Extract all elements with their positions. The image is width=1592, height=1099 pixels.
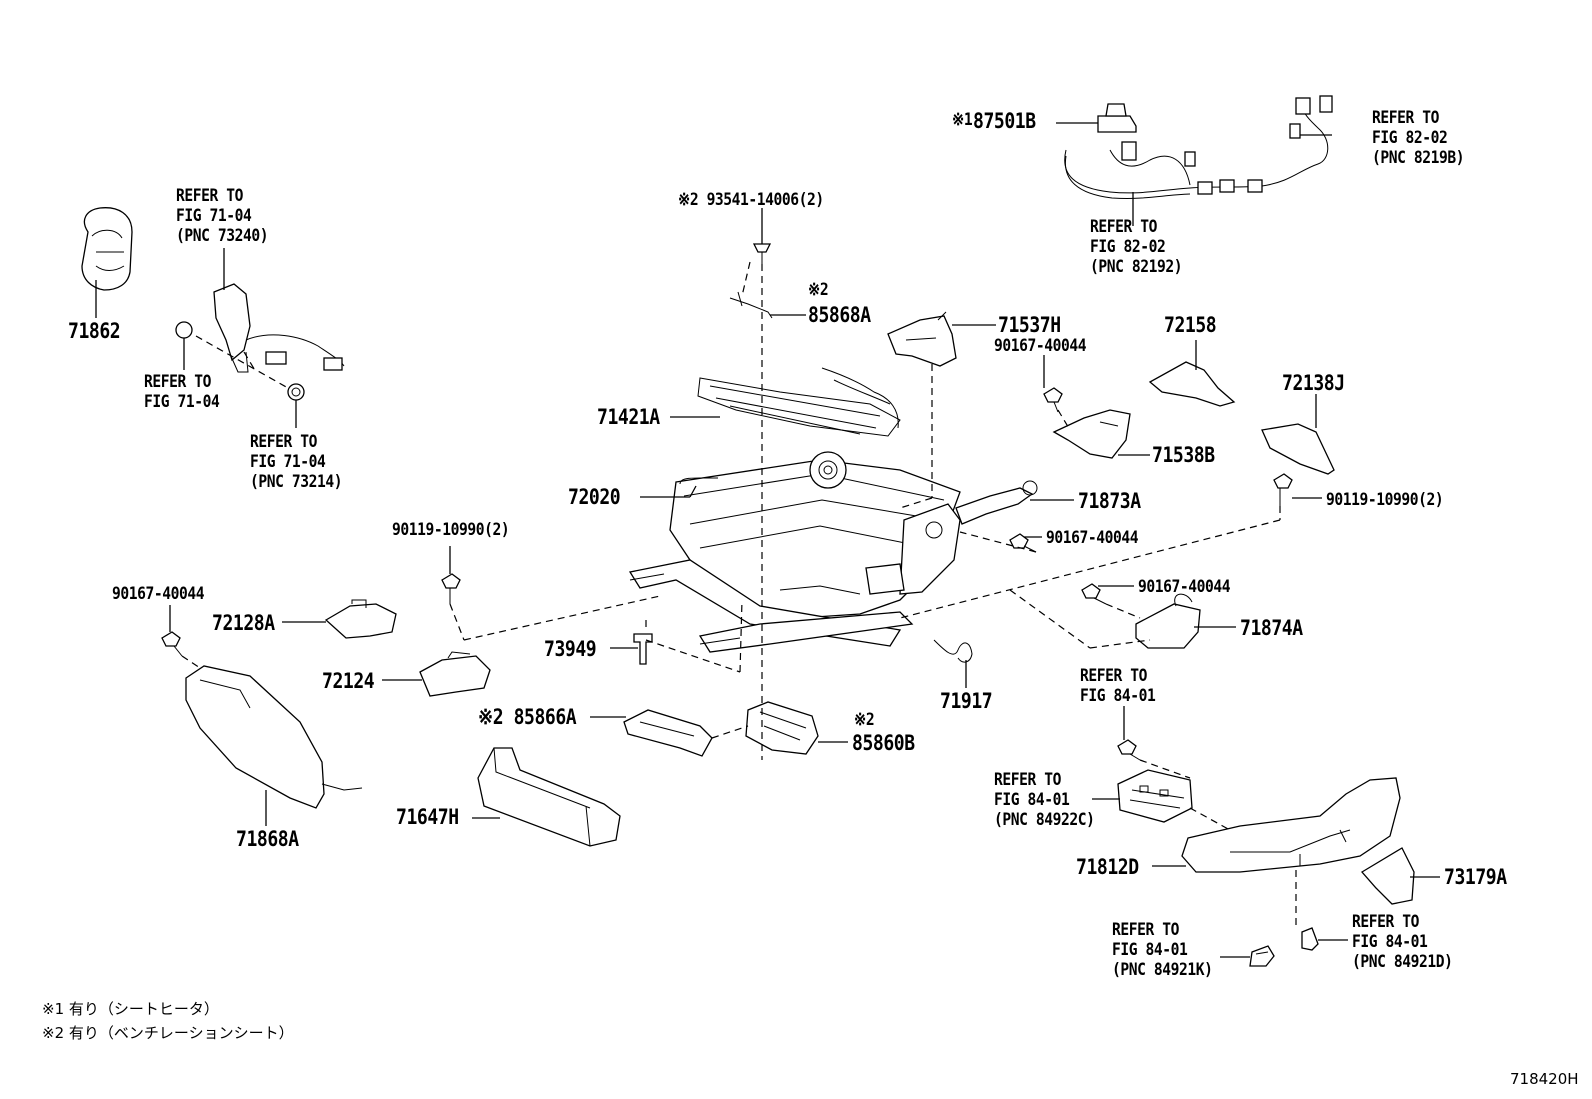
part-71812d-label[interactable]: 71812D xyxy=(1076,855,1139,879)
part-73179a-shape xyxy=(1360,847,1415,905)
part-72158-label[interactable]: 72158 xyxy=(1164,313,1217,337)
ref-line-1: REFER TO xyxy=(1112,920,1179,940)
ref-fig-71-04[interactable]: REFER TO FIG 71-04 xyxy=(144,372,232,412)
part-72138j-label[interactable]: 72138J xyxy=(1282,371,1345,395)
part-85868a-label[interactable]: 85868A xyxy=(808,303,871,327)
ref-fig-71-04-73240[interactable]: REFER TO FIG 71-04 (PNC 73240) xyxy=(176,186,283,246)
part-72128a-label[interactable]: 72128A xyxy=(212,611,275,635)
part-71917-label[interactable]: 71917 xyxy=(940,689,993,713)
ref-line-3: (PNC 84921D) xyxy=(1352,952,1453,972)
part-71537h-shape xyxy=(887,315,957,367)
part-87501b-label[interactable]: 87501B xyxy=(973,109,1036,133)
part-71862-label[interactable]: 71862 xyxy=(68,319,121,343)
bolts xyxy=(161,387,1293,761)
part-85868a-mark: ※2 xyxy=(808,280,829,300)
ref-line-2: FIG 71-04 xyxy=(144,392,220,412)
part-90167-label-a[interactable]: 90167-40044 xyxy=(994,336,1087,356)
ref-line-2: FIG 84-01 xyxy=(1080,686,1156,706)
ref-line-1: REFER TO xyxy=(144,372,211,392)
part-87501b-mark: ※1 xyxy=(952,110,973,130)
footnote-1: ※1 有り（シートヒータ） xyxy=(42,1000,219,1018)
assembly-dashed-lines xyxy=(181,261,1297,930)
part-71537h-label[interactable]: 71537H xyxy=(998,313,1061,337)
part-71647h-shape xyxy=(477,747,621,847)
ref-line-1: REFER TO xyxy=(1090,217,1157,237)
figure-code: 718420H xyxy=(1510,1070,1579,1088)
ref-line-2: FIG 82-02 xyxy=(1090,237,1166,257)
seat-switch-84922c xyxy=(1117,769,1193,823)
part-85860b-mark: ※2 xyxy=(854,710,875,730)
ref-line-2: FIG 84-01 xyxy=(994,790,1070,810)
part-71538b-label[interactable]: 71538B xyxy=(1152,443,1215,467)
ref-line-2: FIG 71-04 xyxy=(250,452,326,472)
ref-fig-84-01-84921d[interactable]: REFER TO FIG 84-01 (PNC 84921D) xyxy=(1352,912,1469,972)
part-72138j-shape xyxy=(1261,423,1335,475)
part-72020-label[interactable]: 72020 xyxy=(568,485,621,509)
part-90167-label-d[interactable]: 90167-40044 xyxy=(1138,577,1231,597)
ref-line-3: (PNC 84922C) xyxy=(994,810,1095,830)
ref-line-1: REFER TO xyxy=(1352,912,1419,932)
part-85866a-label[interactable]: ※2 85866A xyxy=(478,705,577,729)
ref-line-3: (PNC 8219B) xyxy=(1372,148,1465,168)
part-71862-shape xyxy=(81,207,133,291)
ref-line-3: (PNC 84921K) xyxy=(1112,960,1213,980)
seat-heater-harness xyxy=(1064,95,1333,199)
part-72158-shape xyxy=(1148,361,1236,407)
part-71647h-label[interactable]: 71647H xyxy=(396,805,459,829)
part-71874a-label[interactable]: 71874A xyxy=(1240,616,1303,640)
ref-line-1: REFER TO xyxy=(176,186,243,206)
part-71874a-shape xyxy=(1135,603,1201,649)
part-85860b-label[interactable]: 85860B xyxy=(852,731,915,755)
part-73949-shape xyxy=(633,633,653,665)
ref-line-1: REFER TO xyxy=(994,770,1061,790)
part-71873a-shape xyxy=(955,487,1034,525)
leader-lines xyxy=(95,122,1440,958)
ref-line-3: (PNC 82192) xyxy=(1090,257,1183,277)
part-71868a-label[interactable]: 71868A xyxy=(236,827,299,851)
seat-spring-mat xyxy=(697,367,901,437)
part-93541-label[interactable]: ※2 93541-14006(2) xyxy=(678,190,824,210)
part-71917-shape xyxy=(933,639,973,663)
knob-84921k xyxy=(1249,945,1275,967)
part-71421a-label[interactable]: 71421A xyxy=(597,405,660,429)
ref-fig-82-02-8219b[interactable]: REFER TO FIG 82-02 (PNC 8219B) xyxy=(1372,108,1479,168)
ref-fig-84-01[interactable]: REFER TO FIG 84-01 xyxy=(1080,666,1168,706)
ref-fig-84-01-84921k[interactable]: REFER TO FIG 84-01 (PNC 84921K) xyxy=(1112,920,1229,980)
part-73949-label[interactable]: 73949 xyxy=(544,637,597,661)
ref-line-3: (PNC 73214) xyxy=(250,472,343,492)
part-71873a-label[interactable]: 71873A xyxy=(1078,489,1141,513)
seat-belt-buckle xyxy=(175,283,345,401)
ref-line-1: REFER TO xyxy=(1372,108,1439,128)
part-85866a-shape xyxy=(623,709,713,757)
part-72124-shape xyxy=(419,655,491,697)
part-71812d-shape xyxy=(1181,777,1401,873)
part-71538b-shape xyxy=(1052,409,1131,459)
seat-frame-assembly xyxy=(628,451,961,653)
ref-fig-82-02-82192[interactable]: REFER TO FIG 82-02 (PNC 82192) xyxy=(1090,217,1197,277)
ref-line-2: FIG 71-04 xyxy=(176,206,252,226)
part-85860b-shape xyxy=(745,701,819,755)
ref-line-2: FIG 84-01 xyxy=(1352,932,1428,952)
ref-fig-71-04-73214[interactable]: REFER TO FIG 71-04 (PNC 73214) xyxy=(250,432,357,492)
part-71868a-shape xyxy=(185,665,325,809)
ref-line-2: FIG 82-02 xyxy=(1372,128,1448,148)
ref-line-1: REFER TO xyxy=(1080,666,1147,686)
part-72124-label[interactable]: 72124 xyxy=(322,669,375,693)
ref-line-2: FIG 84-01 xyxy=(1112,940,1188,960)
ref-fig-84-01-84922c[interactable]: REFER TO FIG 84-01 (PNC 84922C) xyxy=(994,770,1111,830)
footnote-2: ※2 有り（ベンチレーションシート） xyxy=(42,1024,294,1042)
ref-line-1: REFER TO xyxy=(250,432,317,452)
part-72128a-shape xyxy=(324,603,397,639)
part-90167-label-b[interactable]: 90167-40044 xyxy=(1046,528,1139,548)
ref-line-3: (PNC 73240) xyxy=(176,226,269,246)
part-90167-label-c[interactable]: 90167-40044 xyxy=(112,584,205,604)
part-73179a-label[interactable]: 73179A xyxy=(1444,865,1507,889)
ventilation-clip-parts xyxy=(729,243,773,319)
part-90119-label-a[interactable]: 90119-10990(2) xyxy=(392,520,510,540)
knob-84921d xyxy=(1301,927,1319,951)
part-90119-label-b[interactable]: 90119-10990(2) xyxy=(1326,490,1444,510)
